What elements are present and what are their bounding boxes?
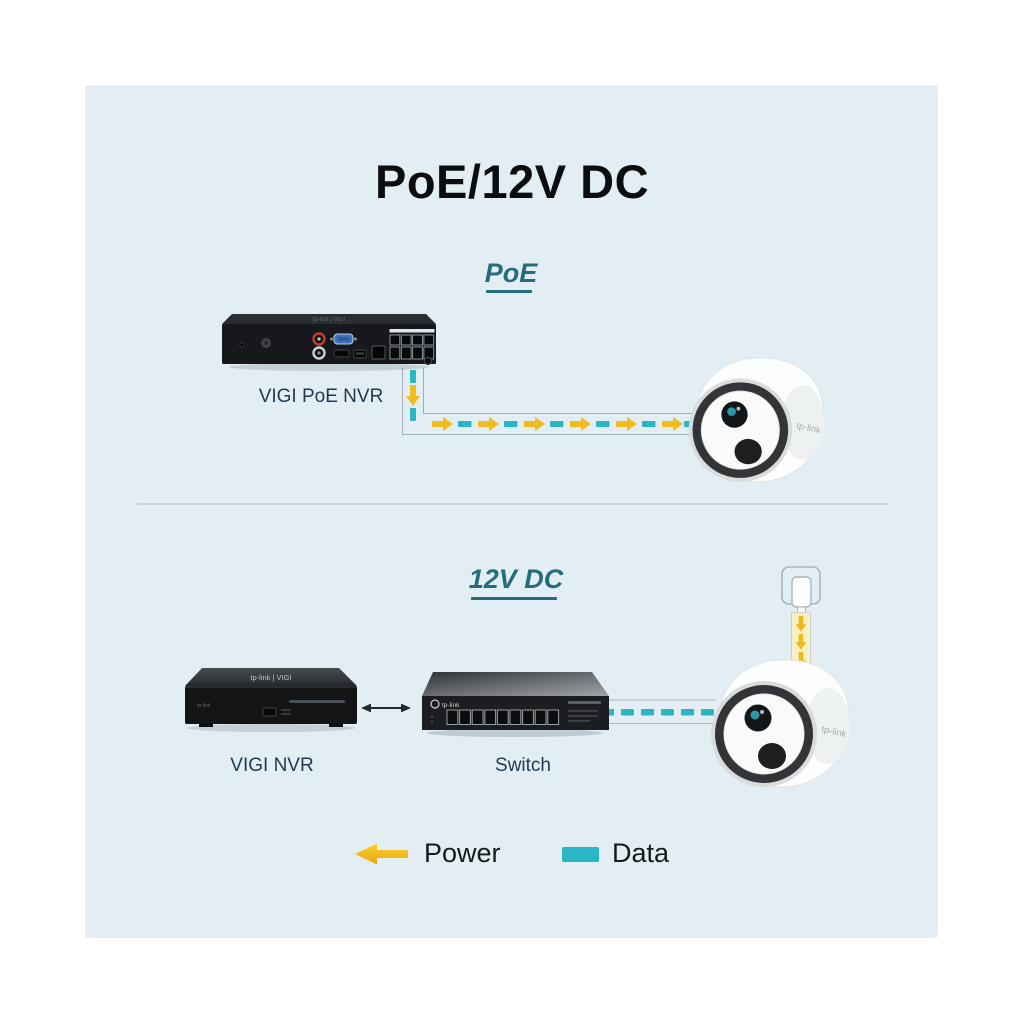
switch-illustration: tp-link [422,672,609,737]
rca-ports [312,332,326,360]
legend-data-label: Data [612,838,670,868]
poe-nvr-illustration: tp-link | VIGI [222,314,436,371]
dc-power-jack [423,356,433,366]
poe-nvr-label: VIGI PoE NVR [258,386,384,407]
page-title: PoE/12V DC [374,155,650,208]
dc-section-heading: 12V DC [468,564,564,594]
nvr-top-logo: tp-link | VIGI [250,673,291,682]
legend-power-arrow-icon [355,843,408,865]
power-plug-icon [781,566,821,668]
dc-nvr-label: VIGI NVR [230,755,314,776]
data-dashes [410,370,698,427]
poe-heading-underline [486,290,532,293]
section-divider [137,503,888,505]
vga-port [330,333,357,345]
legend: Power Data [354,838,694,870]
switch-brand: tp-link [442,702,460,709]
front-usb-port [262,707,277,717]
legend-data-swatch-icon [562,847,599,862]
turret-camera-poe [676,348,832,485]
nvr-switch-link-arrow [361,703,411,713]
hdmi-port [333,349,350,358]
switch-ports [446,709,560,725]
switch-label: Switch [495,755,551,776]
diagram-panel [85,85,938,938]
dc-heading-underline [471,597,557,600]
lan-port [371,345,386,360]
power-arrows [406,385,683,431]
turret-camera-dc [698,650,858,790]
dc-nvr-illustration: tp-link | VIGI tp-link [185,668,357,732]
poe-cable [402,368,698,435]
legend-power-label: Power [424,838,501,868]
nvr-top-logo: tp-link | VIGI [313,317,346,323]
nvr-front-brand: tp-link [197,703,211,709]
poe-port-block [389,329,435,360]
poe-section-heading: PoE [484,258,538,288]
